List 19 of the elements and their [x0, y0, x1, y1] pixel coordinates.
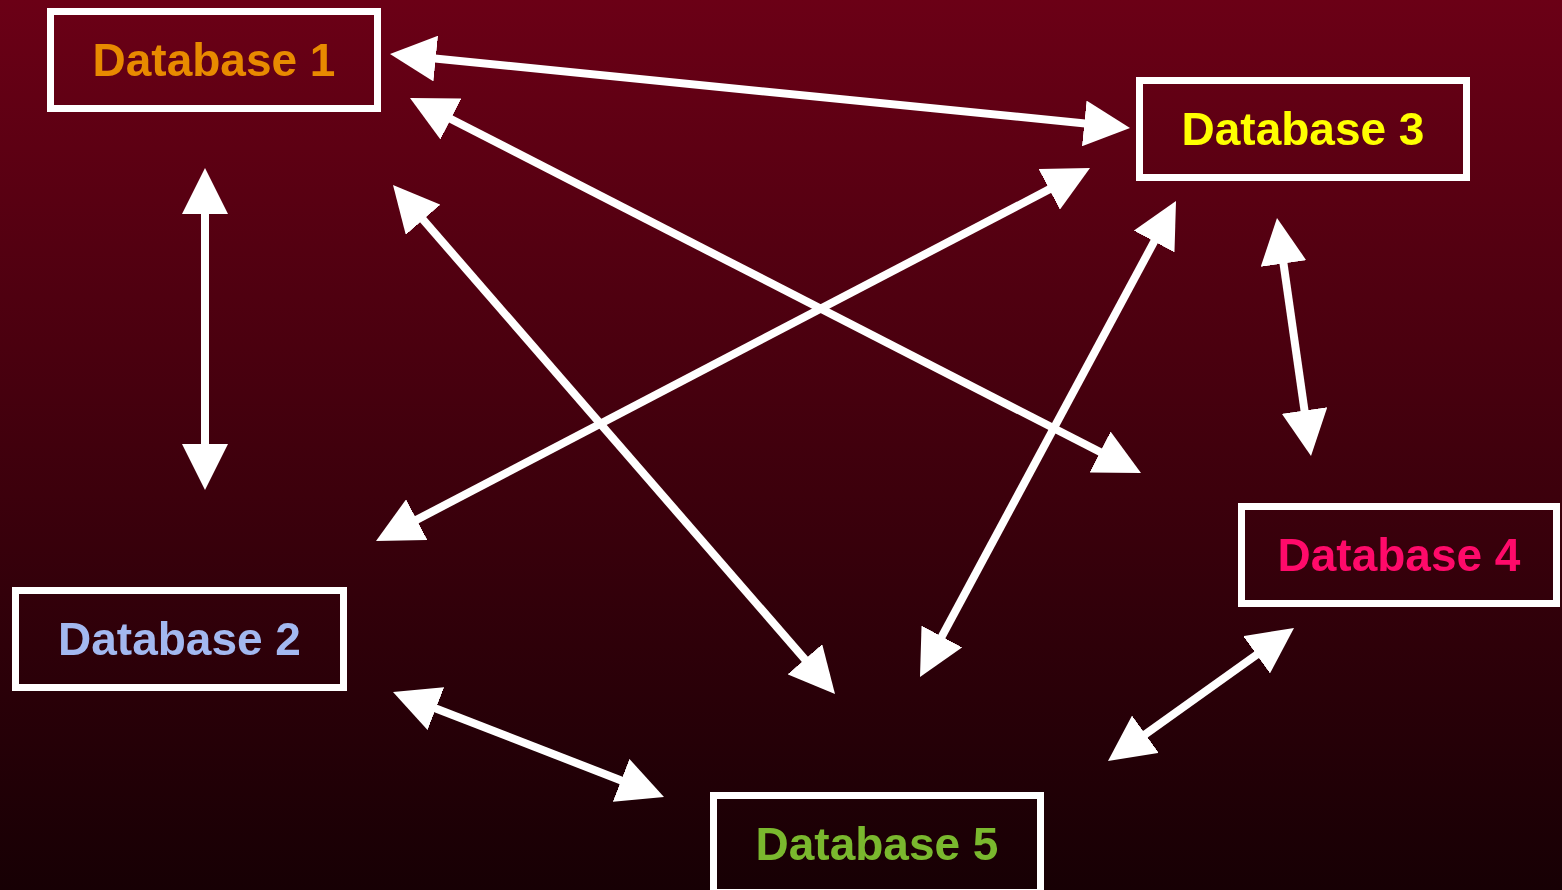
double-arrow	[393, 185, 835, 694]
database-label: Database 2	[58, 612, 301, 666]
database-label: Database 4	[1277, 528, 1521, 582]
double-arrow	[1260, 218, 1328, 456]
database-label: Database 3	[1181, 102, 1425, 156]
database-box	[1136, 77, 1470, 181]
double-arrow	[182, 168, 228, 490]
database-label: Database 5	[755, 817, 999, 871]
double-arrow	[410, 98, 1141, 473]
double-arrow	[920, 201, 1176, 677]
double-arrow	[1108, 628, 1294, 761]
double-arrow	[376, 168, 1090, 541]
database-box	[1238, 503, 1560, 607]
double-arrow	[390, 35, 1130, 147]
database-box	[12, 587, 347, 691]
database-box	[710, 792, 1044, 890]
database-label: Database 1	[92, 33, 336, 87]
double-arrow	[393, 687, 664, 802]
database-box	[47, 8, 381, 112]
